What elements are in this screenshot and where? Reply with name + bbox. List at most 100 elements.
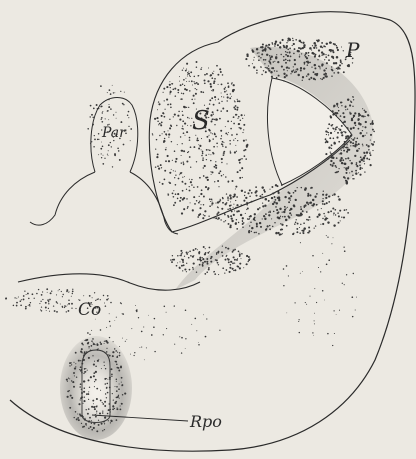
stipple-dot: [371, 121, 373, 123]
stipple-dot: [218, 172, 220, 174]
stipple-dot: [255, 232, 257, 234]
stipple-dot: [108, 150, 109, 151]
stipple-dot: [283, 73, 285, 75]
stipple-dot: [324, 300, 325, 301]
stipple-dot: [164, 179, 166, 181]
stipple-dot: [220, 130, 222, 132]
stipple-dot: [213, 104, 215, 106]
stipple-dot: [212, 91, 213, 92]
stipple-dot: [114, 408, 115, 409]
stipple-dot: [182, 125, 183, 126]
stipple-dot: [184, 106, 186, 108]
stipple-dot: [161, 167, 162, 168]
stipple-dot: [239, 267, 241, 269]
stipple-dot: [238, 251, 240, 253]
stipple-dot: [274, 61, 275, 62]
stipple-dot: [231, 96, 232, 97]
stipple-dot: [108, 409, 110, 411]
stipple-dot: [177, 115, 179, 117]
stipple-dot: [234, 108, 236, 110]
stipple-dot: [271, 67, 273, 69]
stipple-dot: [356, 137, 358, 139]
stipple-dot: [67, 304, 68, 305]
stipple-dot: [301, 187, 302, 188]
stipple-dot: [157, 153, 159, 155]
stipple-dot: [47, 299, 49, 301]
stipple-dot: [285, 59, 287, 61]
stipple-dot: [216, 65, 218, 67]
stipple-dot: [214, 124, 215, 125]
stipple-dot: [82, 426, 84, 428]
stipple-dot: [214, 96, 216, 98]
stipple-dot: [221, 83, 223, 85]
stipple-dot: [313, 42, 316, 45]
stipple-dot: [220, 110, 222, 112]
stipple-dot: [330, 49, 332, 51]
stipple-dot: [292, 45, 293, 46]
stipple-dot: [180, 197, 182, 199]
stipple-dot: [211, 90, 212, 91]
stipple-dot: [292, 233, 294, 235]
stipple-dot: [169, 84, 171, 86]
stipple-dot: [96, 406, 97, 407]
stipple-dot: [130, 140, 131, 141]
stipple-dot: [198, 214, 200, 216]
stipple-dot: [294, 63, 296, 65]
stipple-dot: [316, 47, 317, 48]
stipple-dot: [111, 376, 112, 377]
stipple-dot: [210, 171, 211, 172]
stipple-dot: [217, 74, 219, 76]
stipple-dot: [71, 397, 73, 399]
stipple-dot: [85, 368, 86, 369]
stipple-dot: [30, 302, 31, 303]
stipple-dot: [178, 92, 180, 94]
stipple-dot: [215, 167, 217, 169]
stipple-dot: [242, 177, 243, 178]
stipple-dot: [317, 216, 319, 218]
stipple-dot: [217, 262, 219, 264]
stipple-dot: [334, 131, 335, 132]
stipple-dot: [170, 87, 171, 88]
stipple-dot: [174, 114, 176, 116]
stipple-dot: [290, 208, 293, 211]
stipple-dot: [122, 394, 124, 396]
stipple-dot: [65, 306, 66, 307]
stipple-dot: [96, 104, 98, 106]
stipple-dot: [238, 222, 239, 223]
label-rpo: Rpo: [190, 414, 222, 430]
stipple-dot: [183, 150, 185, 152]
stipple-dot: [84, 368, 86, 370]
stipple-dot: [339, 210, 341, 212]
stipple-dot: [272, 43, 273, 44]
stipple-dot: [230, 215, 232, 217]
stipple-dot: [226, 90, 227, 91]
stipple-dot: [94, 139, 96, 141]
stipple-dot: [84, 340, 85, 341]
stipple-dot: [64, 307, 65, 308]
stipple-dot: [303, 46, 305, 48]
stipple-dot: [189, 190, 191, 192]
stipple-dot: [294, 59, 296, 61]
stipple-dot: [123, 144, 125, 146]
stipple-dot: [265, 59, 267, 61]
stipple-dot: [359, 161, 361, 163]
stipple-dot: [206, 159, 207, 160]
stipple-dot: [190, 167, 191, 168]
stipple-dot: [321, 208, 322, 209]
stipple-dot: [327, 158, 329, 160]
stipple-dot: [359, 168, 361, 170]
stipple-dot: [358, 128, 360, 130]
stipple-dot: [191, 324, 192, 325]
stipple-dot: [356, 165, 358, 167]
stipple-dot: [87, 128, 89, 130]
stipple-dot: [182, 70, 183, 71]
stipple-dot: [198, 148, 200, 150]
stipple-dot: [293, 43, 295, 45]
stipple-dot: [246, 202, 248, 204]
stipple-dot: [333, 72, 335, 74]
stipple-dot: [203, 175, 205, 177]
stipple-dot: [320, 68, 321, 69]
stipple-dot: [187, 75, 188, 76]
stipple-dot: [224, 91, 226, 93]
stipple-dot: [188, 252, 189, 253]
